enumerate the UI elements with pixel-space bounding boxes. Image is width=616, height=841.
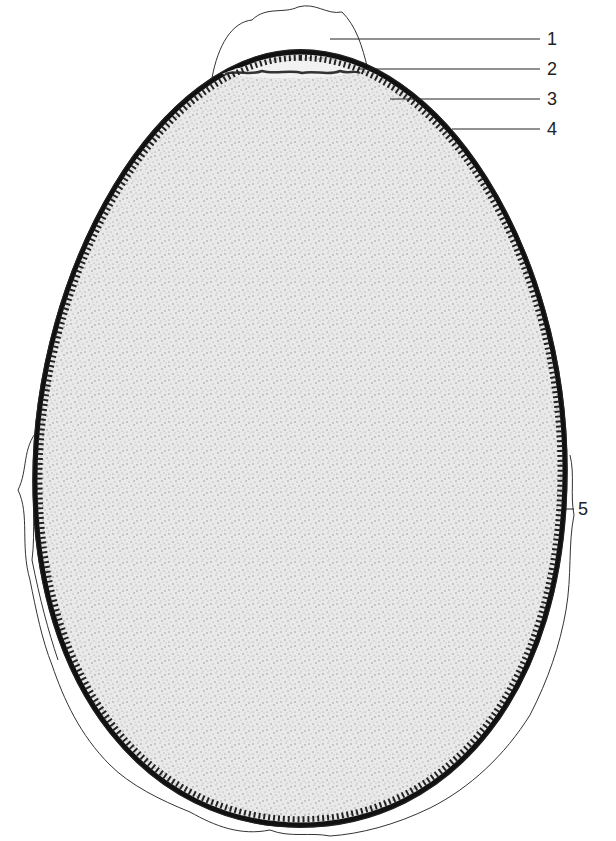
egg-shell xyxy=(35,52,565,825)
callout-number: 5 xyxy=(577,499,589,519)
shell-membrane xyxy=(40,58,561,819)
callout-number: 1 xyxy=(546,29,558,49)
outer-membrane xyxy=(18,6,574,836)
cuticle xyxy=(33,50,567,828)
callout-number: 3 xyxy=(546,89,558,109)
air-cell-membrane xyxy=(225,71,360,74)
leader-lines xyxy=(330,39,574,509)
callout-number: 4 xyxy=(546,119,558,139)
callout-number: 2 xyxy=(546,59,558,79)
